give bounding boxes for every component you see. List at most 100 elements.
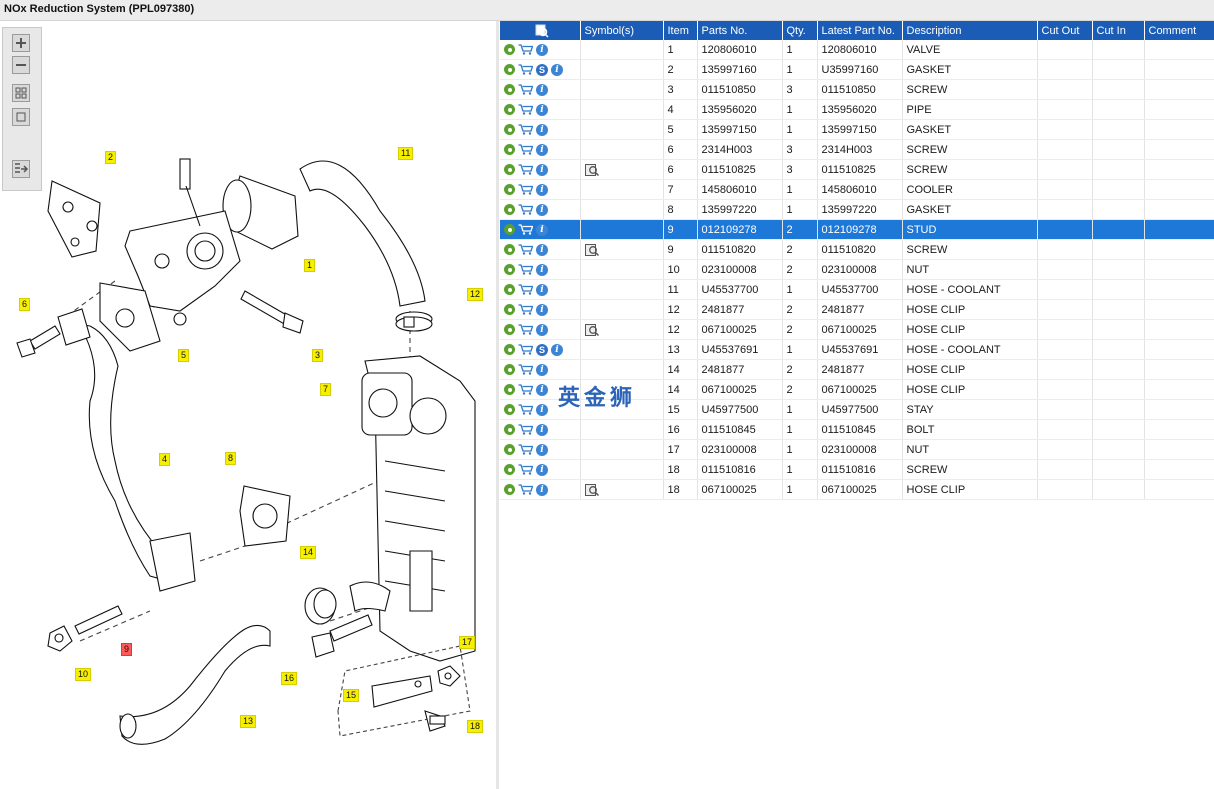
callout-16[interactable]: 16 [281, 672, 298, 685]
view-assembly-icon[interactable] [584, 483, 599, 496]
view-assembly-icon[interactable] [584, 243, 599, 256]
info-icon[interactable]: i [536, 443, 548, 456]
configure-icon[interactable] [504, 444, 515, 456]
info-icon[interactable]: i [536, 423, 548, 436]
add-to-cart-icon[interactable] [518, 424, 533, 435]
add-to-cart-icon[interactable] [518, 324, 533, 335]
callout-7[interactable]: 7 [320, 383, 332, 396]
info-icon[interactable]: i [536, 463, 548, 476]
info-icon[interactable]: i [536, 403, 548, 416]
callout-9[interactable]: 9 [121, 643, 133, 656]
info-icon[interactable]: i [536, 143, 548, 156]
zoom-in-icon[interactable] [12, 34, 30, 52]
callout-6[interactable]: 6 [19, 298, 31, 311]
add-to-cart-icon[interactable] [518, 484, 533, 495]
actions-cell[interactable]: i [500, 79, 581, 100]
configure-icon[interactable] [504, 124, 515, 136]
info-icon[interactable]: i [551, 63, 563, 76]
actions-cell[interactable]: i [500, 279, 581, 300]
configure-icon[interactable] [504, 284, 515, 296]
add-to-cart-icon[interactable] [518, 384, 533, 395]
callout-8[interactable]: 8 [225, 452, 237, 465]
configure-icon[interactable] [504, 264, 515, 276]
info-icon[interactable]: i [536, 163, 548, 176]
actions-cell[interactable]: i [500, 419, 581, 440]
column-header-item[interactable]: Item [663, 21, 698, 40]
info-icon[interactable]: i [536, 43, 548, 56]
actions-cell[interactable]: i [500, 179, 581, 200]
configure-icon[interactable] [504, 184, 515, 196]
info-icon[interactable]: i [536, 323, 548, 336]
add-to-cart-icon[interactable] [518, 264, 533, 275]
configure-icon[interactable] [504, 364, 515, 376]
actions-cell[interactable]: i [500, 259, 581, 280]
callout-10[interactable]: 10 [75, 668, 92, 681]
callout-15[interactable]: 15 [343, 689, 360, 702]
supersession-icon[interactable]: S [536, 63, 548, 76]
column-header-parts-no[interactable]: Parts No. [697, 21, 783, 40]
actions-cell[interactable]: i [500, 479, 581, 500]
fit-all-icon[interactable] [12, 84, 30, 102]
configure-icon[interactable] [504, 44, 515, 56]
info-icon[interactable]: i [536, 283, 548, 296]
info-icon[interactable]: i [536, 123, 548, 136]
view-assembly-icon[interactable] [584, 323, 599, 336]
add-to-cart-icon[interactable] [518, 164, 533, 175]
actions-cell[interactable]: i [500, 119, 581, 140]
configure-icon[interactable] [504, 324, 515, 336]
add-to-cart-icon[interactable] [518, 144, 533, 155]
add-to-cart-icon[interactable] [518, 444, 533, 455]
add-to-cart-icon[interactable] [518, 244, 533, 255]
info-icon[interactable]: i [536, 103, 548, 116]
actions-cell[interactable]: i [500, 40, 581, 60]
column-header-symbols[interactable]: Symbol(s) [580, 21, 664, 40]
column-header-qty[interactable]: Qty. [782, 21, 818, 40]
callout-14[interactable]: 14 [300, 546, 317, 559]
search-grid-icon[interactable] [535, 24, 549, 38]
callout-4[interactable]: 4 [159, 453, 171, 466]
add-to-cart-icon[interactable] [518, 224, 533, 235]
configure-icon[interactable] [504, 164, 515, 176]
configure-icon[interactable] [504, 204, 515, 216]
actions-cell[interactable]: i [500, 459, 581, 480]
add-to-cart-icon[interactable] [518, 204, 533, 215]
actions-cell[interactable]: i [500, 219, 581, 240]
info-icon[interactable]: i [536, 223, 548, 236]
add-to-cart-icon[interactable] [518, 304, 533, 315]
configure-icon[interactable] [504, 304, 515, 316]
info-icon[interactable]: i [536, 303, 548, 316]
column-header-description[interactable]: Description [902, 21, 1038, 40]
configure-icon[interactable] [504, 484, 515, 496]
actions-cell[interactable]: i [500, 399, 581, 420]
info-icon[interactable]: i [536, 383, 548, 396]
supersession-icon[interactable]: S [536, 343, 548, 356]
zoom-out-icon[interactable] [12, 56, 30, 74]
configure-icon[interactable] [504, 464, 515, 476]
callout-17[interactable]: 17 [459, 636, 476, 649]
configure-icon[interactable] [504, 384, 515, 396]
column-header-cut-in[interactable]: Cut In [1092, 21, 1145, 40]
actions-cell[interactable]: i [500, 379, 581, 400]
info-icon[interactable]: i [536, 83, 548, 96]
add-to-cart-icon[interactable] [518, 344, 533, 355]
configure-icon[interactable] [504, 244, 515, 256]
actions-cell[interactable]: i [500, 239, 581, 260]
info-icon[interactable]: i [536, 363, 548, 376]
callout-11[interactable]: 11 [398, 147, 414, 160]
